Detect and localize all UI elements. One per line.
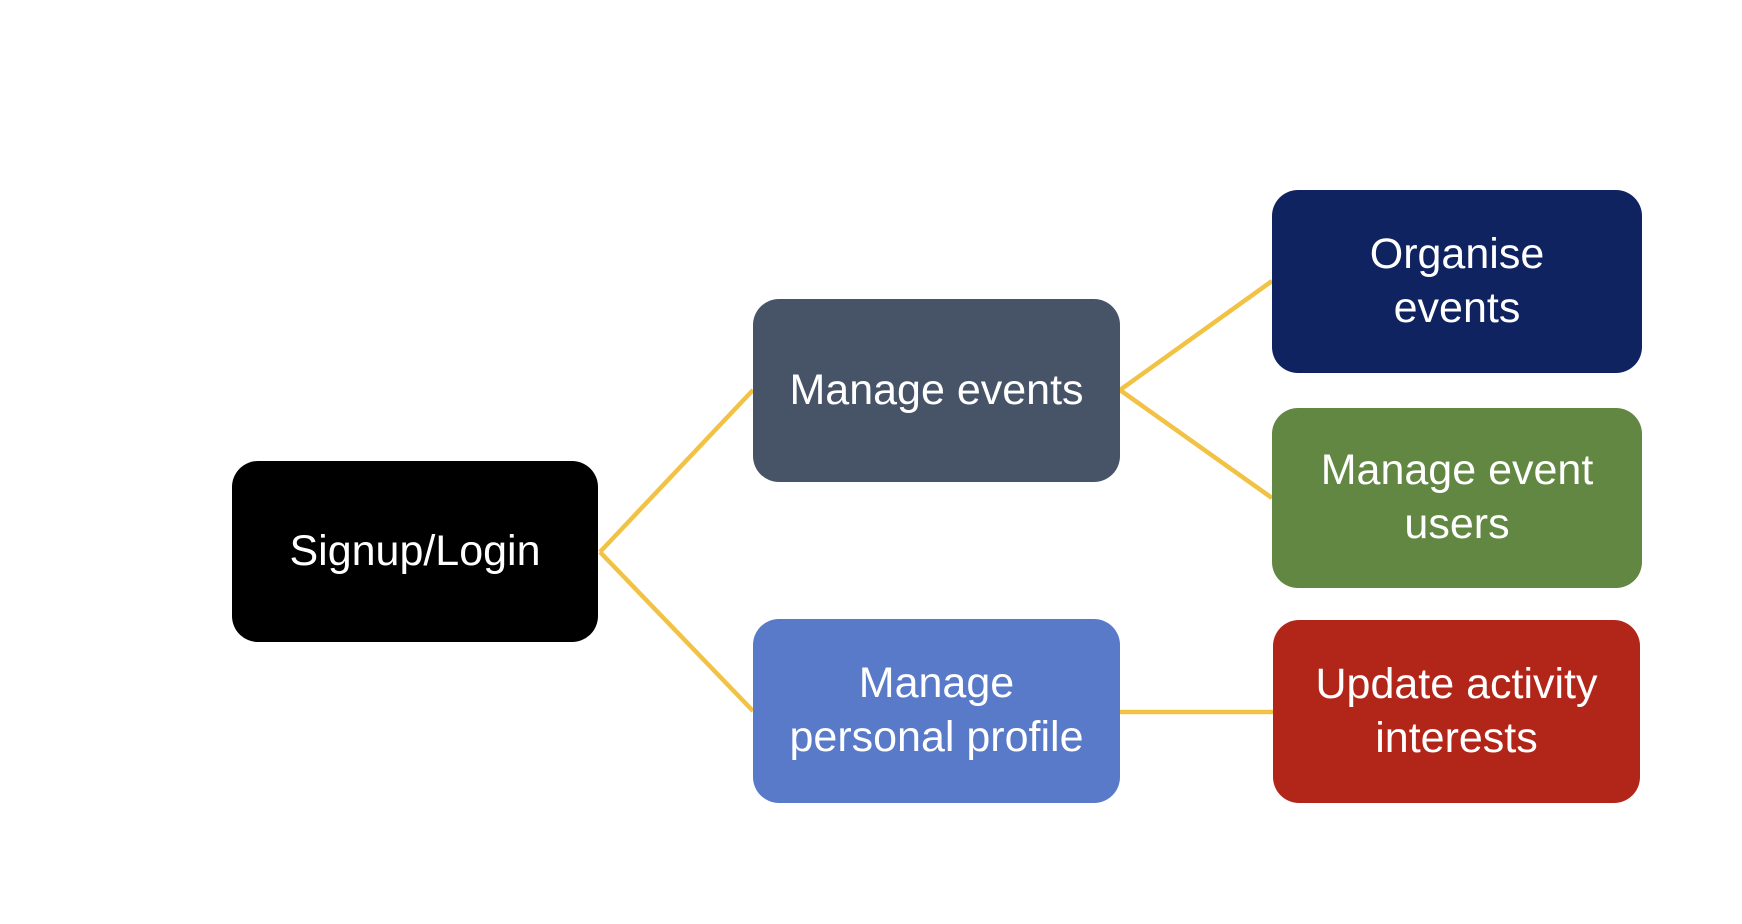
- node-signup-login: Signup/Login: [232, 461, 598, 642]
- node-manage-event-users: Manage event users: [1272, 408, 1642, 588]
- edge-manage-events-to-manage-event-users: [1118, 388, 1274, 500]
- node-manage-events: Manage events: [753, 299, 1120, 482]
- edge-signup-login-to-manage-personal-profile: [598, 550, 755, 713]
- node-update-activity-interests: Update activity interests: [1273, 620, 1640, 803]
- edge-manage-events-to-organise-events: [1118, 279, 1274, 392]
- node-manage-personal-profile: Manage personal profile: [753, 619, 1120, 803]
- edge-signup-login-to-manage-events: [598, 388, 755, 554]
- node-organise-events: Organise events: [1272, 190, 1642, 373]
